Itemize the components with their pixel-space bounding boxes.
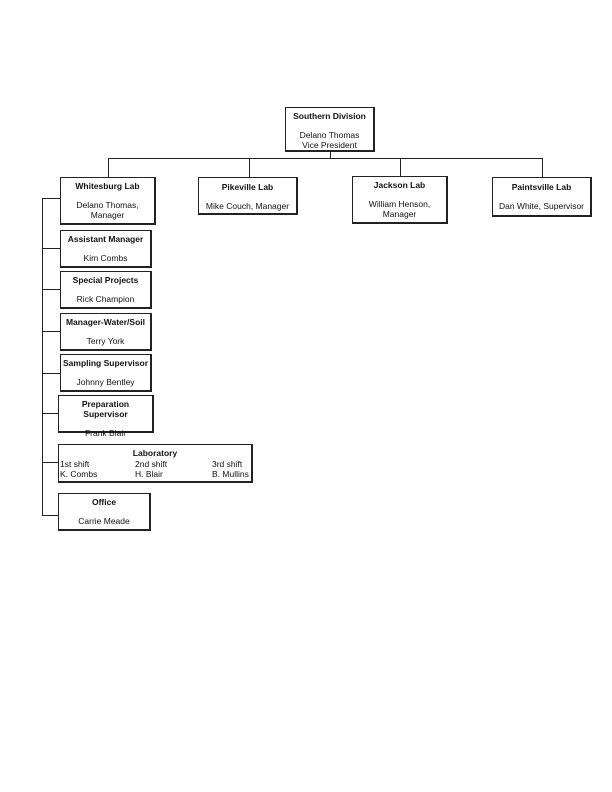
- connector-spine-to-laboratory: [42, 462, 58, 463]
- pikeville-lab-box: Pikeville Lab Mike Couch, Manager: [198, 177, 298, 215]
- office-title: Office: [91, 497, 117, 507]
- jackson-lab-manager: William Henson,: [368, 199, 431, 209]
- jackson-lab-role: Manager: [382, 209, 417, 219]
- vp-role: Vice President: [302, 140, 357, 150]
- shift-2-name: H. Blair: [135, 469, 163, 479]
- southern-division-box: Southern Division Delano Thomas Vice Pre…: [285, 107, 375, 152]
- special-projects-box: Special Projects Rick Champion: [60, 271, 152, 309]
- shift-3: 3rd shift B. Mullins: [212, 459, 249, 479]
- shift-1-label: 1st shift: [60, 459, 90, 469]
- office-name: Carrie Meade: [78, 516, 130, 526]
- connector-spine-to-sampling-supervisor: [42, 373, 60, 374]
- assistant-manager-title: Assistant Manager: [67, 234, 144, 244]
- connector-spine-to-special-projects: [42, 289, 60, 290]
- shift-1-name: K. Combs: [60, 469, 98, 479]
- connector-left-spine: [42, 198, 43, 516]
- shift-2: 2nd shift H. Blair: [135, 459, 167, 479]
- paintsville-lab-supervisor: Dan White, Supervisor: [498, 201, 585, 211]
- special-projects-title: Special Projects: [72, 275, 139, 285]
- pikeville-lab-title: Pikeville Lab: [221, 182, 274, 192]
- whitesburg-lab-box: Whitesburg Lab Delano Thomas, Manager: [60, 177, 156, 225]
- connector-spine-to-assistant-manager: [42, 248, 60, 249]
- preparation-supervisor-box: Preparation Supervisor Frank Blair: [58, 395, 154, 438]
- shift-3-label: 3rd shift: [212, 459, 243, 469]
- paintsville-lab-box: Paintsville Lab Dan White, Supervisor: [492, 177, 592, 217]
- southern-division-title: Southern Division: [293, 111, 366, 121]
- shift-2-label: 2nd shift: [135, 459, 168, 469]
- whitesburg-lab-role: Manager: [90, 210, 125, 220]
- connector-top-down: [330, 151, 331, 159]
- connector-spine-to-whitesburg: [42, 198, 60, 199]
- connector-pikeville-drop: [249, 158, 250, 178]
- preparation-supervisor-name: Frank Blair: [84, 428, 127, 438]
- manager-water-soil-title: Manager-Water/Soil: [65, 317, 146, 327]
- shift-1: 1st shift K. Combs: [60, 459, 97, 479]
- whitesburg-lab-title: Whitesburg Lab: [75, 181, 140, 191]
- manager-water-soil-name: Terry York: [86, 336, 125, 346]
- office-box: Office Carrie Meade: [58, 493, 151, 531]
- connector-horizontal-bus: [108, 158, 543, 159]
- pikeville-lab-manager: Mike Couch, Manager: [205, 201, 290, 211]
- assistant-manager-box: Assistant Manager Kim Combs: [60, 230, 152, 268]
- connector-spine-to-manager-water-soil: [42, 331, 60, 332]
- manager-water-soil-box: Manager-Water/Soil Terry York: [60, 313, 152, 351]
- paintsville-lab-title: Paintsville Lab: [511, 182, 572, 192]
- shift-3-name: B. Mullins: [212, 469, 249, 479]
- laboratory-title: Laboratory: [132, 448, 178, 458]
- vp-name: Delano Thomas: [299, 130, 360, 140]
- connector-paintsville-drop: [542, 158, 543, 178]
- jackson-lab-title: Jackson Lab: [373, 180, 426, 190]
- assistant-manager-name: Kim Combs: [83, 253, 128, 263]
- whitesburg-lab-manager: Delano Thomas,: [76, 200, 139, 210]
- sampling-supervisor-box: Sampling Supervisor Johnny Bentley: [60, 354, 152, 392]
- connector-jackson-drop: [400, 158, 401, 177]
- laboratory-box: Laboratory 1st shift K. Combs 2nd shift …: [58, 444, 253, 483]
- preparation-supervisor-title: Preparation Supervisor: [81, 399, 130, 419]
- sampling-supervisor-title: Sampling Supervisor: [62, 358, 149, 368]
- connector-spine-to-office: [42, 515, 58, 516]
- special-projects-name: Rick Champion: [76, 294, 135, 304]
- jackson-lab-box: Jackson Lab William Henson, Manager: [352, 176, 448, 224]
- sampling-supervisor-name: Johnny Bentley: [76, 377, 135, 387]
- connector-spine-to-preparation-supervisor: [42, 413, 60, 414]
- connector-whitesburg-drop: [108, 158, 109, 178]
